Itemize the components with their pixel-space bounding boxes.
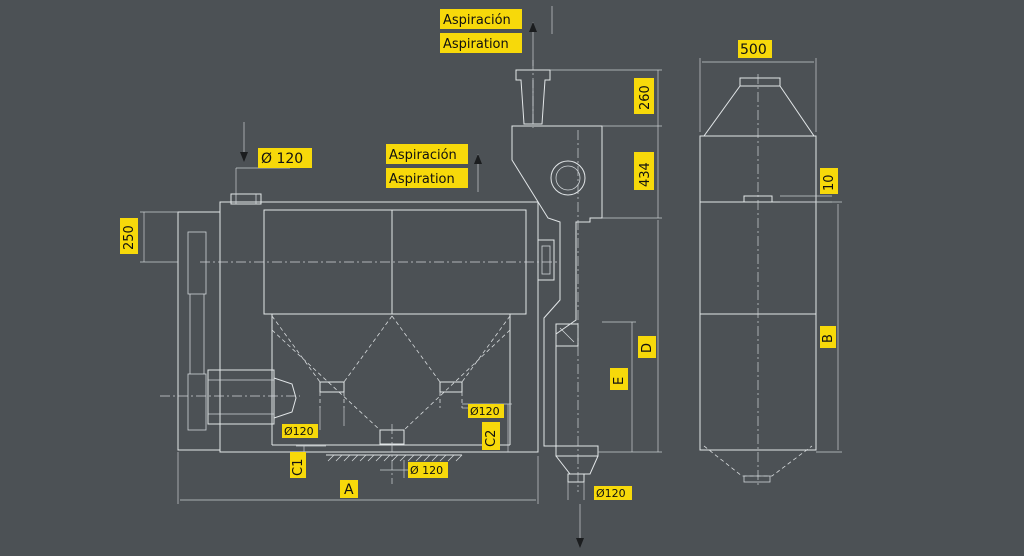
dim-250-text: 250 bbox=[122, 225, 137, 250]
dimension-lines bbox=[140, 58, 842, 504]
front-view bbox=[699, 74, 817, 486]
diam-left-outlet-text: Ø120 bbox=[284, 425, 314, 438]
channel-base bbox=[555, 445, 599, 457]
aspiracion-mid-text: Aspiración bbox=[389, 148, 457, 163]
dim-E-text: E bbox=[612, 377, 627, 385]
label-dim-C1: C1 bbox=[290, 452, 306, 478]
aspiration-cone bbox=[515, 69, 551, 125]
aspiration-channel bbox=[511, 60, 603, 492]
aspiration-top-text: Aspiration bbox=[443, 37, 509, 52]
label-diam-inlet: Ø 120 bbox=[258, 148, 312, 168]
label-dim-D: D bbox=[638, 336, 656, 358]
dim-500-text: 500 bbox=[740, 42, 767, 58]
top-cone bbox=[703, 85, 815, 137]
label-diam-right-outlet: Ø120 bbox=[468, 404, 504, 418]
dim-260-text: 260 bbox=[638, 85, 653, 110]
label-dim-500: 500 bbox=[738, 40, 772, 58]
label-dim-C2: C2 bbox=[482, 422, 500, 450]
aspiracion-top-text: Aspiración bbox=[443, 13, 511, 28]
aspiration-arrow-top-icon bbox=[529, 22, 537, 32]
drum-end-plate bbox=[537, 239, 555, 281]
channel-body bbox=[511, 125, 603, 447]
aspiration-mid-text: Aspiration bbox=[389, 172, 455, 187]
label-aspiration-top: Aspiration bbox=[440, 33, 522, 53]
label-dim-434: 434 bbox=[634, 152, 654, 190]
label-aspiracion-top: Aspiración bbox=[440, 9, 522, 29]
bottom-cone bbox=[555, 455, 599, 475]
inlet-arrow-icon bbox=[240, 152, 248, 162]
motor bbox=[207, 369, 275, 425]
flow-arrows bbox=[240, 6, 584, 548]
label-diam-center-outlet: Ø 120 bbox=[408, 462, 448, 478]
label-dim-250: 250 bbox=[120, 218, 138, 254]
label-diam-bottom-outlet: Ø120 bbox=[594, 486, 632, 500]
dim-D-text: D bbox=[640, 343, 655, 353]
pulley-upper bbox=[187, 231, 207, 295]
main-frame bbox=[219, 201, 539, 453]
side-view bbox=[160, 193, 560, 484]
top-flange bbox=[739, 77, 781, 87]
dim-A-text: A bbox=[344, 482, 354, 498]
pulley-lower bbox=[187, 373, 207, 431]
diam-center-outlet-text: Ø 120 bbox=[410, 464, 443, 477]
inspection-window bbox=[550, 160, 586, 196]
diam-bottom-outlet-text: Ø120 bbox=[596, 487, 626, 500]
outlet-arrow-bottom-icon bbox=[576, 538, 584, 548]
outlet-left bbox=[319, 381, 345, 393]
outlet-right bbox=[439, 381, 463, 393]
label-dim-10: 10 bbox=[820, 168, 838, 194]
dim-B-text: B bbox=[821, 334, 836, 343]
label-aspiracion-mid: Aspiración bbox=[386, 144, 468, 164]
label-dim-B: B bbox=[820, 326, 836, 348]
label-dim-E: E bbox=[610, 368, 628, 390]
dim-434-text: 434 bbox=[638, 162, 653, 187]
inlet-stub bbox=[230, 193, 262, 205]
aspiration-arrow-mid-icon bbox=[474, 154, 482, 164]
label-dim-A: A bbox=[340, 480, 358, 498]
diam-right-outlet-text: Ø120 bbox=[470, 405, 500, 418]
dim-C1-text: C1 bbox=[291, 459, 306, 476]
label-diam-left-outlet: Ø120 bbox=[282, 424, 318, 438]
diam-inlet-text: Ø 120 bbox=[261, 151, 303, 167]
dim-10-text: 10 bbox=[822, 174, 837, 191]
dim-C2-text: C2 bbox=[484, 430, 499, 447]
label-aspiration-mid: Aspiration bbox=[386, 168, 468, 188]
label-dim-260: 260 bbox=[634, 78, 654, 114]
